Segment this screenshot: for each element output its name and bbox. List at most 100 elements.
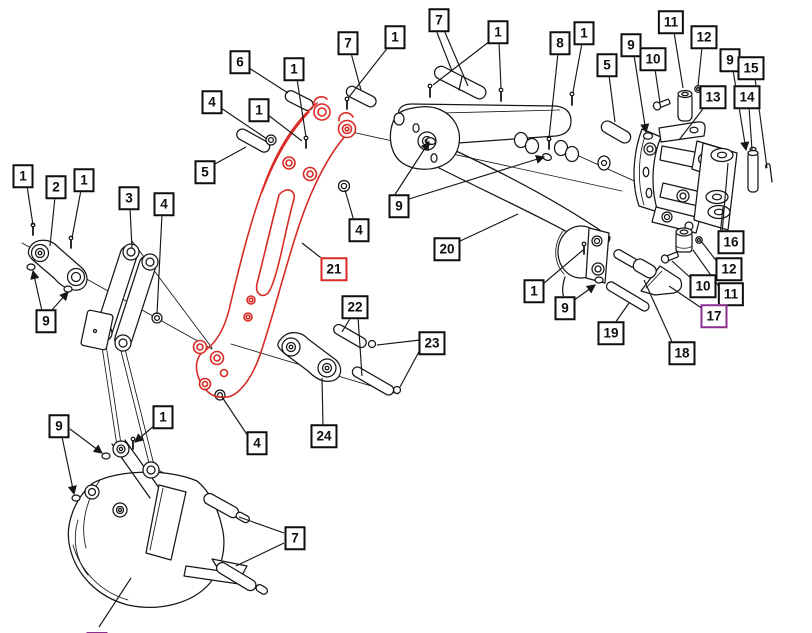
callout-part-15: 15: [737, 56, 765, 80]
bushing-11-lower: [675, 227, 693, 253]
leader-line-part-1: [134, 424, 156, 443]
link-3-pair: [80, 243, 159, 352]
callout-part-13: 13: [699, 85, 727, 109]
leader-line-part-17: [668, 285, 704, 310]
leader-line-part-4: [156, 213, 163, 315]
callout-part-1: 1: [573, 21, 595, 45]
callout-part-1: 1: [523, 279, 545, 303]
leader-line-part-5: [608, 74, 616, 123]
leader-line-part-7: [443, 29, 469, 87]
leader-line-part-22: [357, 316, 363, 377]
link-2: [26, 239, 88, 293]
callout-part-23: 23: [418, 331, 446, 355]
leader-line-part-clipped: [98, 577, 132, 628]
leader-line-part-9: [393, 141, 430, 197]
callout-part-2: 2: [45, 175, 67, 199]
callout-part-4: 4: [348, 218, 370, 242]
callout-part-7: 7: [284, 526, 306, 550]
leader-line-part-9: [50, 291, 69, 312]
callout-part-4: 4: [246, 431, 268, 455]
callout-part-8: 8: [549, 31, 571, 55]
leader-line-part-19: [614, 302, 630, 324]
callout-part-1: 1: [283, 57, 305, 81]
callout-part-11: 11: [657, 10, 685, 34]
leader-line-part-1: [432, 40, 491, 86]
pin-7-boom: [433, 65, 487, 100]
callout-part-4: 4: [153, 192, 175, 216]
callout-part-7: 7: [428, 8, 450, 32]
callout-part-6: 6: [229, 50, 251, 74]
leader-line-part-6: [248, 67, 289, 94]
leader-line-part-10: [654, 68, 661, 104]
leader-line-part-1: [572, 42, 583, 93]
callout-part-9: 9: [554, 296, 576, 320]
leader-line-part-23: [399, 347, 422, 388]
leader-line-part-4: [221, 396, 249, 437]
callout-part-19: 19: [597, 321, 625, 345]
callout-part-1: 1: [152, 405, 174, 429]
callout-part-20: 20: [433, 237, 461, 261]
callout-part-17: 17: [700, 304, 728, 328]
dipper-arm-part-21: [192, 96, 357, 398]
boom-assembly: [389, 103, 611, 249]
washer-9-bracket: [642, 132, 654, 140]
pin-5-right: [600, 120, 632, 144]
callout-part-1: 1: [73, 168, 95, 192]
pin-14: [747, 146, 759, 193]
rod-19: [605, 281, 650, 312]
leader-line-part-22: [341, 316, 352, 333]
pin-11-top: [677, 89, 693, 122]
leader-line-part-9: [408, 154, 546, 200]
callout-part-9: 9: [48, 414, 70, 438]
callout-part-1: 1: [384, 25, 406, 49]
leader-line-part-4: [344, 189, 355, 222]
callout-part-1: 1: [487, 20, 509, 44]
leader-line-part-3: [129, 207, 133, 249]
bucket: [67, 439, 248, 608]
callout-part-18: 18: [668, 341, 696, 365]
leader-line-part-16: [721, 162, 729, 235]
bolt-10-lower: [660, 251, 680, 264]
clips-23: [367, 339, 402, 395]
cotter-pin-15: [764, 163, 773, 183]
leader-line-part-9: [633, 54, 650, 134]
leader-line-part-1: [296, 78, 307, 138]
leader-line-part-5: [212, 146, 247, 166]
bolt-10-top: [652, 98, 671, 111]
leader-line-part-1: [26, 185, 34, 226]
leader-line-part-7: [235, 542, 285, 567]
leader-line-part-24: [321, 377, 324, 427]
grease-fittings: [30, 83, 587, 450]
callout-part-3: 3: [118, 186, 140, 210]
callout-part-16: 16: [717, 230, 745, 254]
leader-line-part-9: [732, 69, 750, 152]
leader-line-part-9: [61, 436, 77, 496]
leader-line-part-14: [748, 106, 753, 151]
leader-line-part-23: [376, 339, 421, 346]
callout-part-12: 12: [715, 257, 743, 281]
leader-lines: [26, 29, 768, 628]
pin-18: [613, 249, 657, 279]
leader-line-part-1: [542, 249, 584, 285]
pins-22: [333, 323, 395, 396]
callout-part-12: 12: [690, 25, 718, 49]
leader-line-part-9: [572, 284, 596, 302]
link-24: [277, 332, 342, 383]
callout-part-9: 9: [388, 194, 410, 218]
leader-line-part-12: [700, 240, 719, 264]
callout-part-5: 5: [194, 160, 216, 184]
leader-line-part-1: [498, 41, 502, 89]
callout-part-21: 21: [320, 257, 348, 281]
leader-line-part-13: [678, 104, 707, 141]
leader-line-part-9: [69, 428, 103, 454]
pin-5-left: [236, 128, 271, 153]
leader-line-part-9: [30, 269, 43, 312]
swing-pivot-disc: [555, 225, 610, 309]
leader-line-part-1: [267, 114, 303, 142]
leader-line-part-7: [238, 516, 285, 534]
leader-line-part-12: [697, 46, 703, 87]
leader-line-part-8: [548, 52, 559, 139]
callout-part-9: 9: [35, 309, 57, 333]
